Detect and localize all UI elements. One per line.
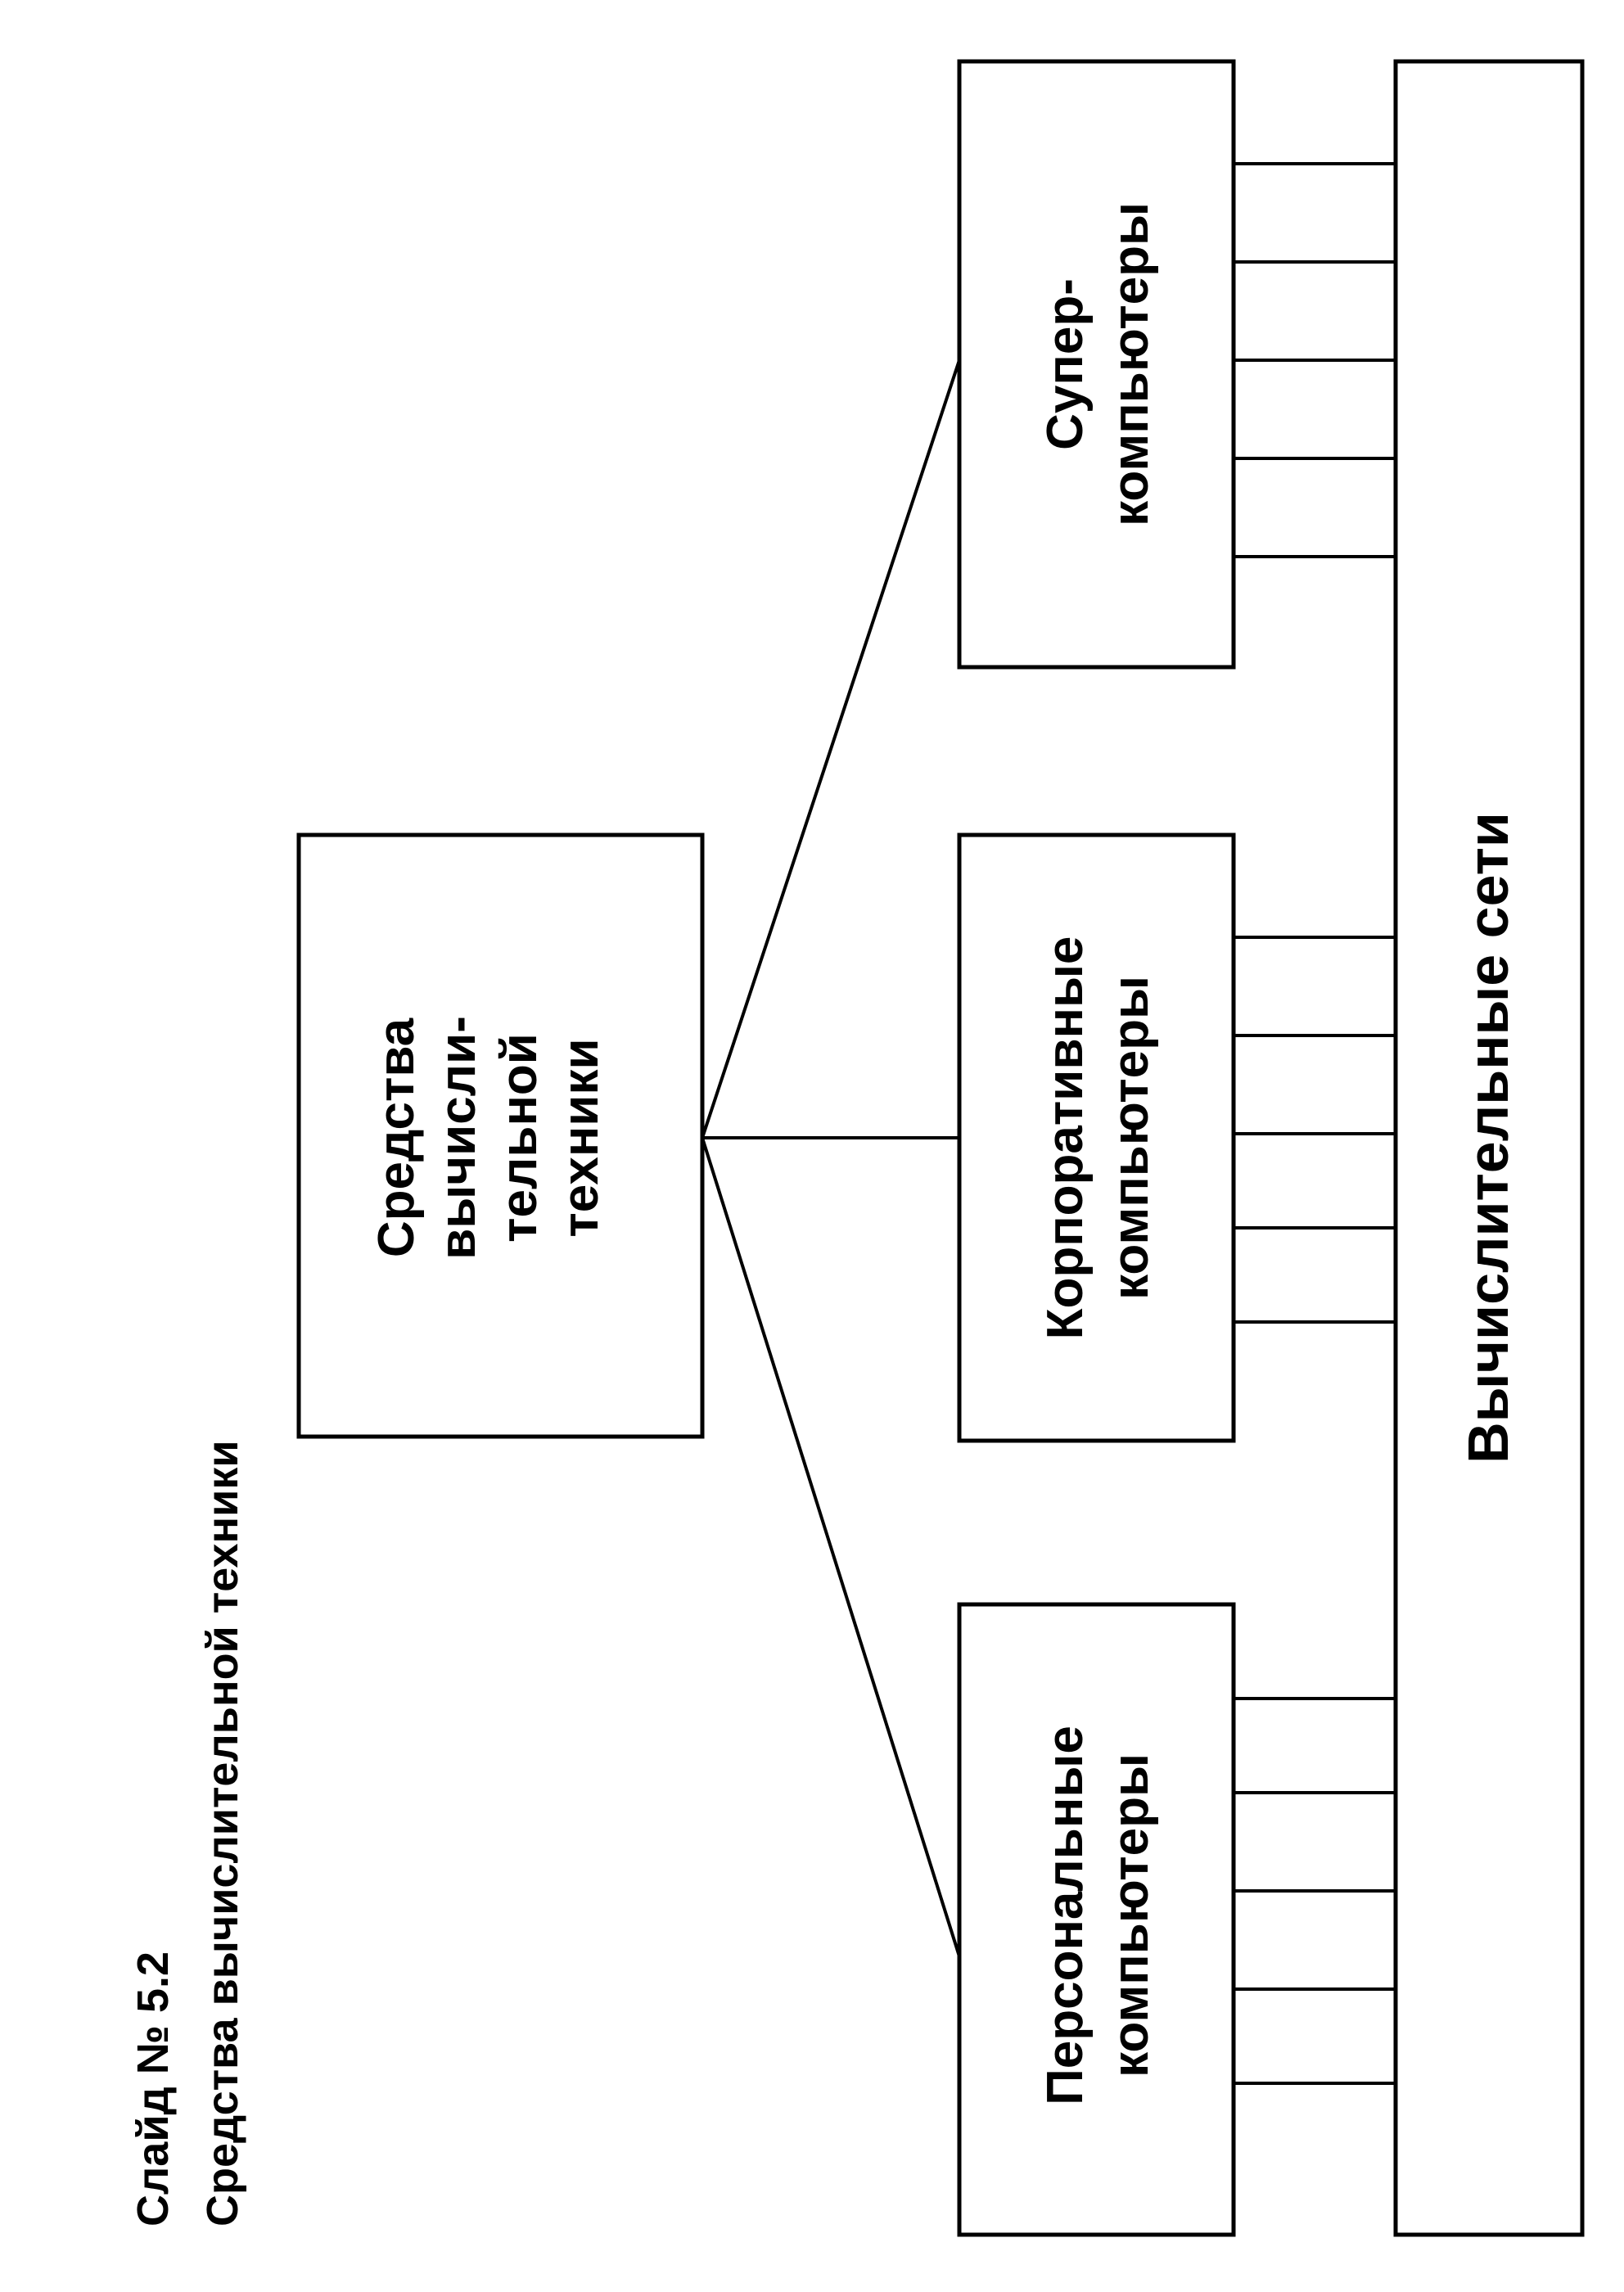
connector-root-super — [701, 359, 961, 1139]
category-super-line-1: Супер- — [1037, 278, 1094, 450]
category-corporate-line-1: Корпоративные — [1037, 936, 1094, 1340]
root-line-4: техники — [553, 1038, 609, 1237]
category-box-super — [957, 59, 1236, 670]
category-super-line-2: компьютеры — [1103, 202, 1159, 526]
root-line-2: вычисли- — [430, 1016, 486, 1260]
slide-title: Средства вычислительной техники — [198, 1440, 247, 2227]
root-box — [296, 832, 705, 1439]
category-box-personal — [957, 1602, 1236, 2237]
root-line-1: Средства — [368, 1017, 425, 1257]
network-box — [1393, 59, 1585, 2237]
connector-root-personal — [701, 1137, 961, 1957]
slide-number: Слайд № 5.2 — [129, 1951, 178, 2227]
network-label: Вычислительные сети — [1456, 812, 1520, 1464]
category-personal-line-1: Персональные — [1037, 1726, 1094, 2105]
root-line-3: тельной — [491, 1033, 548, 1243]
category-box-corporate — [957, 832, 1236, 1443]
category-corporate-line-2: компьютеры — [1103, 976, 1159, 1300]
category-personal-line-2: компьютеры — [1103, 1753, 1159, 2078]
